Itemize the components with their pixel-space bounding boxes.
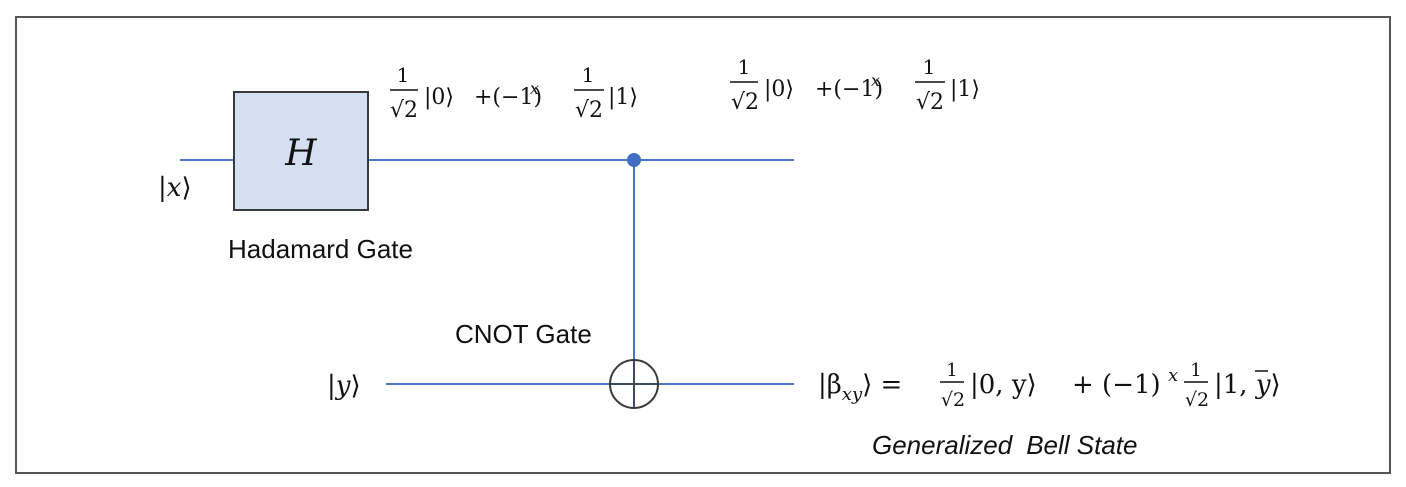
frac-numerator: 1	[1190, 360, 1201, 381]
frac-numerator: 1	[946, 360, 957, 381]
ket-zero: |0⟩	[764, 77, 794, 102]
ket-one: |1⟩	[608, 85, 638, 110]
frac-numerator: 1	[923, 55, 936, 79]
plus-minus-one: +(−1)	[474, 85, 542, 110]
bell-state-equation: |βxy⟩ = 1 √2 |0, y⟩ + (−1) x 1 √2 |1, y⟩	[818, 360, 1281, 411]
state-after-hadamard: 1 √2 |0⟩ +(−1) x 1 √2 |1⟩	[390, 63, 638, 123]
exponent-x: x	[1168, 365, 1178, 386]
bell-lhs: |βxy⟩ =	[818, 370, 902, 405]
output-top-state: 1 √2 |0⟩ +(−1) x 1 √2 |1⟩	[730, 55, 980, 115]
hadamard-symbol: H	[284, 133, 317, 174]
ket-zero: |0⟩	[424, 85, 454, 110]
cnot-control-dot	[627, 153, 641, 167]
hadamard-gate-label: Hadamard Gate	[228, 234, 413, 264]
input-y-ket: |y⟩	[327, 371, 361, 401]
ket-zero-y: |0, y⟩	[970, 370, 1037, 400]
frac-denominator: √2	[390, 98, 418, 123]
plus-minus-one: + (−1)	[1072, 370, 1161, 400]
frac-numerator: 1	[397, 63, 410, 87]
cnot-gate-label: CNOT Gate	[455, 319, 592, 349]
cnot-target	[609, 359, 659, 409]
ket-one-ybar: |1, y⟩	[1214, 370, 1281, 400]
diagram-frame	[15, 16, 1391, 474]
frac-denominator: √2	[1185, 389, 1209, 411]
exponent-x: x	[871, 71, 880, 90]
frac-denominator: √2	[731, 90, 759, 115]
exponent-x: x	[530, 79, 539, 98]
input-x-ket: |x⟩	[158, 173, 192, 203]
frac-denominator: √2	[916, 90, 944, 115]
ket-one: |1⟩	[950, 77, 980, 102]
frac-denominator: √2	[941, 389, 965, 411]
frac-numerator: 1	[738, 55, 751, 79]
plus-minus-one: +(−1)	[815, 77, 883, 102]
frac-numerator: 1	[582, 63, 595, 87]
hadamard-gate-box	[233, 91, 369, 211]
frac-denominator: √2	[575, 98, 603, 123]
